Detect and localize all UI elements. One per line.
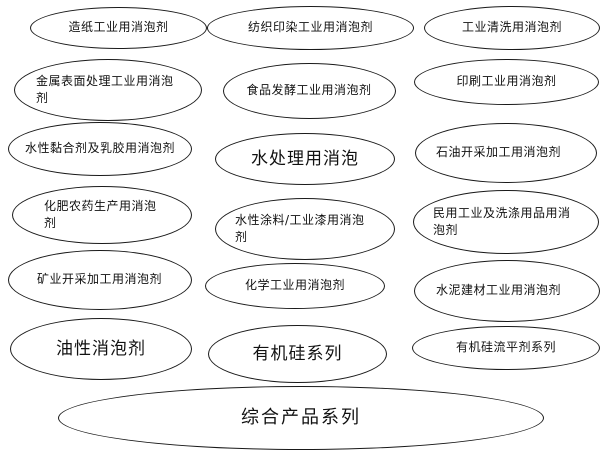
node-label: 化学工业用消泡剂 xyxy=(244,278,345,293)
node-label: 水性涂料/工业漆用消泡剂 xyxy=(235,212,365,244)
node-label: 水泥建材工业用消泡剂 xyxy=(436,283,562,298)
node-label: 矿业开采加工用消泡剂 xyxy=(37,272,163,287)
node-label: 造纸工业用消泡剂 xyxy=(68,20,169,35)
node-label: 金属表面处理工业用消泡剂 xyxy=(36,73,174,105)
node-oil-based[interactable]: 油性消泡剂 xyxy=(10,318,192,380)
node-comprehensive[interactable]: 综合产品系列 xyxy=(58,386,544,450)
node-textile[interactable]: 纺织印染工业用消泡剂 xyxy=(207,6,414,50)
node-fertilizer-pesticide[interactable]: 化肥农药生产用消泡剂 xyxy=(12,186,192,244)
node-chemical[interactable]: 化学工业用消泡剂 xyxy=(205,263,385,309)
node-label: 石油开采加工用消泡剂 xyxy=(436,145,562,160)
node-water-treatment[interactable]: 水处理用消泡 xyxy=(215,133,395,185)
node-waterborne-coating[interactable]: 水性涂料/工业漆用消泡剂 xyxy=(215,198,395,260)
node-label: 有机硅系列 xyxy=(252,343,343,364)
node-label: 综合产品系列 xyxy=(241,406,361,428)
node-printing[interactable]: 印刷工业用消泡剂 xyxy=(414,59,599,105)
node-label: 有机硅流平剂系列 xyxy=(455,340,556,355)
node-metal-surface[interactable]: 金属表面处理工业用消泡剂 xyxy=(14,59,202,121)
node-industrial-cleaning[interactable]: 工业清洗用消泡剂 xyxy=(424,6,600,50)
node-food-fermentation[interactable]: 食品发酵工业用消泡剂 xyxy=(223,63,396,119)
node-label: 印刷工业用消泡剂 xyxy=(456,74,557,89)
node-label: 水性黏合剂及乳胶用消泡剂 xyxy=(25,141,176,156)
node-label: 化肥农药生产用消泡剂 xyxy=(44,198,157,230)
node-papermaking[interactable]: 造纸工业用消泡剂 xyxy=(30,7,207,49)
node-label: 水处理用消泡 xyxy=(251,148,359,169)
node-waterborne-adhesive[interactable]: 水性黏合剂及乳胶用消泡剂 xyxy=(8,122,192,176)
node-mining[interactable]: 矿业开采加工用消泡剂 xyxy=(8,250,192,310)
node-silicone-leveling[interactable]: 有机硅流平剂系列 xyxy=(412,326,600,370)
node-cement-building[interactable]: 水泥建材工业用消泡剂 xyxy=(414,260,600,322)
node-label: 工业清洗用消泡剂 xyxy=(461,20,562,35)
node-label: 民用工业及洗涤用品用消泡剂 xyxy=(433,205,571,237)
node-label: 纺织印染工业用消泡剂 xyxy=(247,20,373,35)
node-silicone[interactable]: 有机硅系列 xyxy=(208,325,387,383)
node-petroleum[interactable]: 石油开采加工用消泡剂 xyxy=(415,123,597,183)
node-label: 食品发酵工业用消泡剂 xyxy=(246,83,372,98)
node-label: 油性消泡剂 xyxy=(56,338,146,359)
node-civil-detergent[interactable]: 民用工业及洗涤用品用消泡剂 xyxy=(413,190,599,254)
